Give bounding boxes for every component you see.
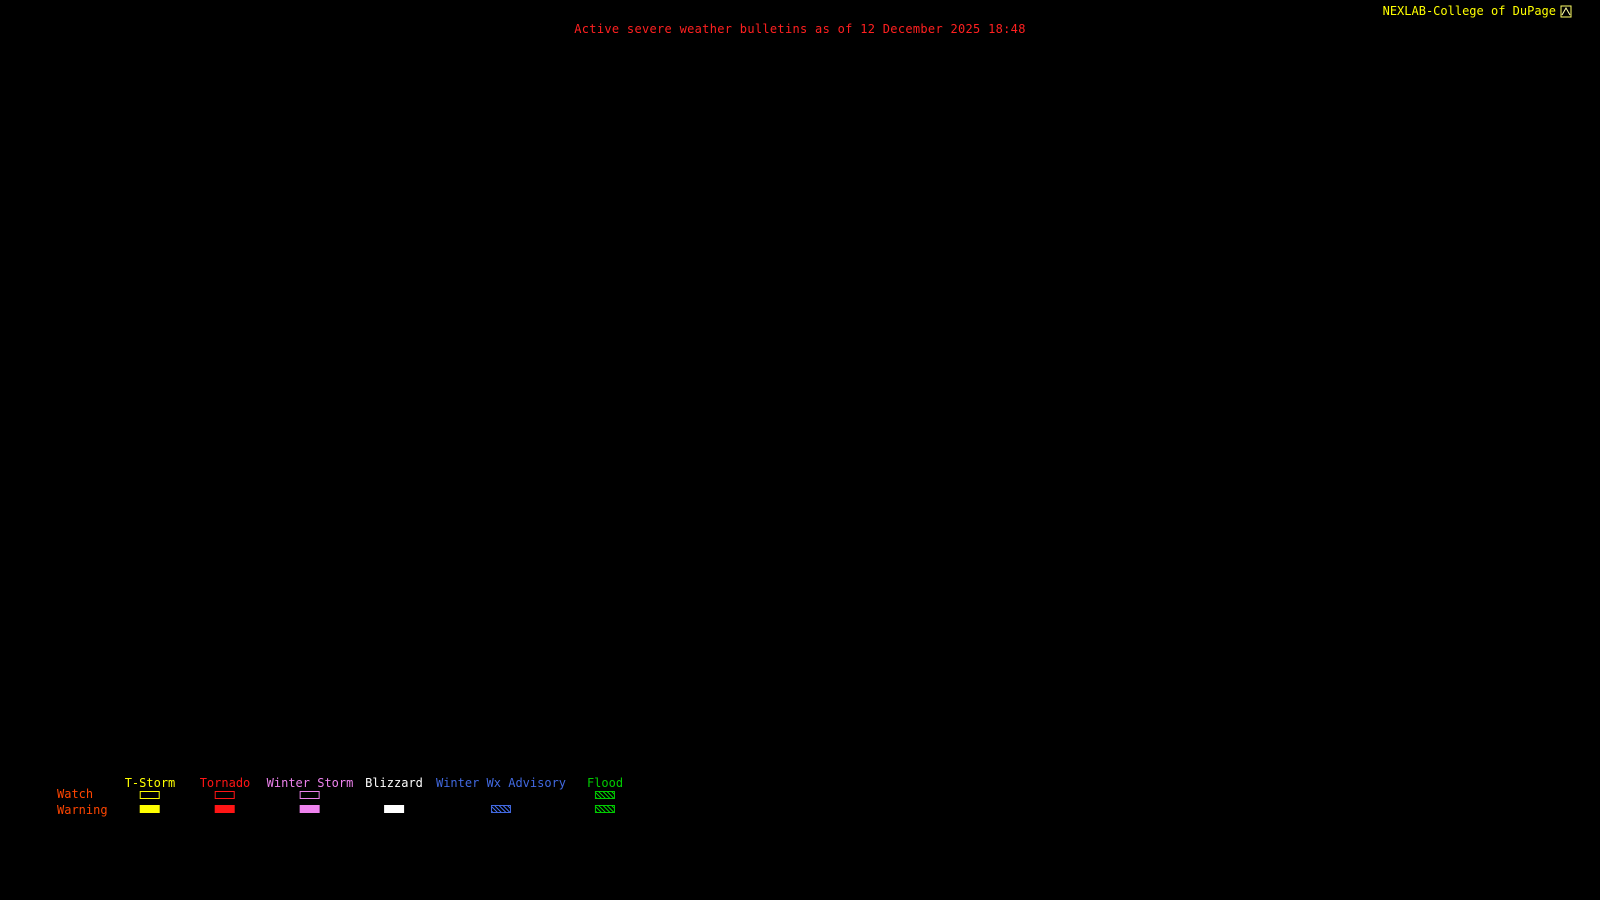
- nexlab-logo-icon: [1560, 5, 1572, 18]
- page-title: Active severe weather bulletins as of 12…: [574, 22, 1026, 36]
- brand-text: NEXLAB-College of DuPage: [1382, 4, 1556, 18]
- brand-header: NEXLAB-College of DuPage: [1383, 4, 1572, 18]
